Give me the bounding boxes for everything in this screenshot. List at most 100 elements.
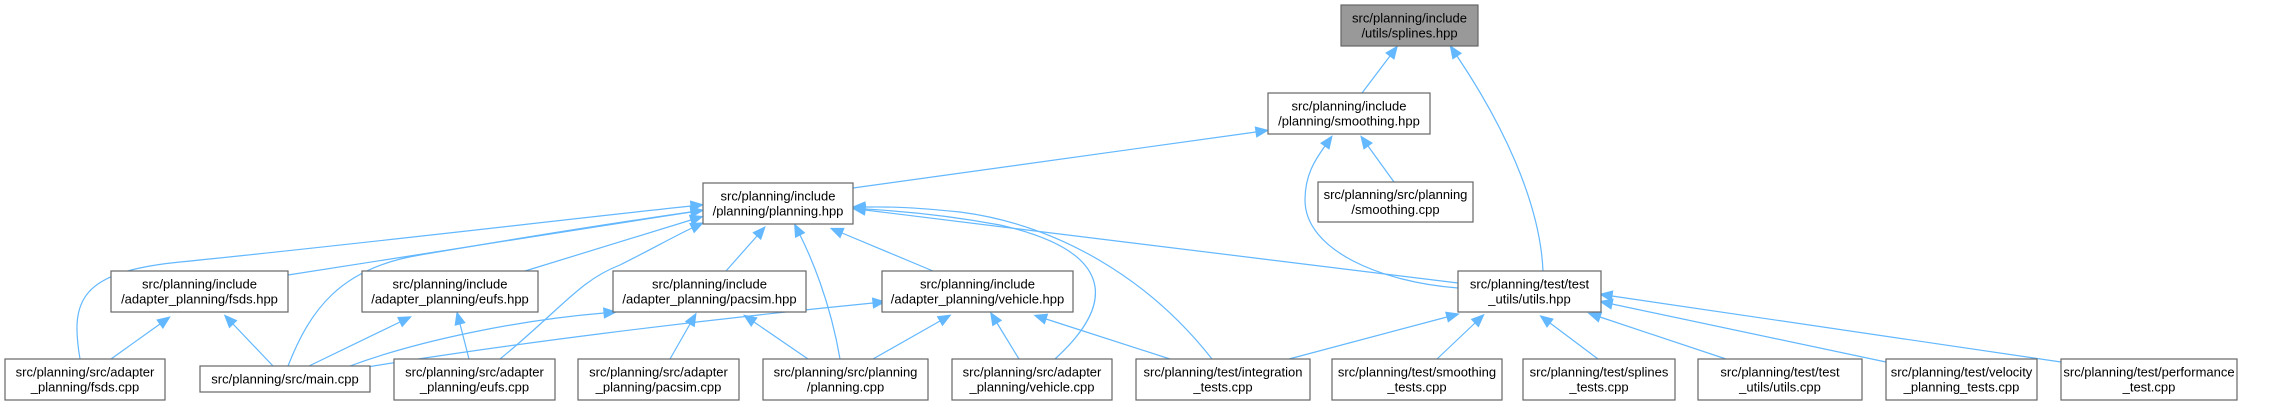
- node-label-line: _planning_tests.cpp: [1903, 380, 2020, 395]
- edge-main_cpp-to-eufs_hpp: [308, 316, 412, 367]
- node-box[interactable]: [199, 365, 371, 393]
- node-main-cpp[interactable]: src/planning/src/main.cpp: [199, 365, 371, 393]
- node-planning-cpp[interactable]: src/planning/src/planning/planning.cpp: [762, 358, 929, 401]
- arrowhead-icon: [684, 312, 697, 328]
- arrowhead-icon: [1254, 126, 1270, 138]
- node-pacsim-hpp[interactable]: src/planning/include/adapter_planning/pa…: [612, 270, 807, 313]
- node-label-line: /adapter_planning/fsds.hpp: [121, 292, 278, 307]
- arrowhead-icon: [688, 214, 704, 226]
- edge-line: [1611, 295, 2062, 363]
- node-splines-tests-cpp[interactable]: src/planning/test/splines_tests.cpp: [1522, 358, 1676, 401]
- arrowhead-icon: [851, 204, 867, 216]
- node-label-line: /adapter_planning/pacsim.hpp: [622, 292, 796, 307]
- node-box[interactable]: [1697, 358, 1863, 401]
- node-eufs-cpp[interactable]: src/planning/src/adapter_planning/eufs.c…: [393, 358, 556, 401]
- edge-line: [1288, 316, 1448, 360]
- arrowhead-icon: [1320, 135, 1333, 150]
- arrowhead-icon: [1449, 44, 1463, 60]
- node-splines-hpp: src/planning/include/utils/splines.hpp: [1340, 4, 1479, 47]
- edge-main_cpp-to-planning_hpp: [287, 206, 705, 367]
- node-smoothing-tests-cpp[interactable]: src/planning/test/smoothing_tests.cpp: [1331, 358, 1503, 401]
- node-box[interactable]: [1331, 358, 1503, 401]
- node-label-line: src/planning/test/velocity: [1891, 365, 2033, 380]
- node-label-line: src/planning/include: [920, 277, 1035, 292]
- node-vehicle-hpp[interactable]: src/planning/include/adapter_planning/ve…: [881, 270, 1074, 313]
- nodes-layer: src/planning/include/utils/splines.hppsr…: [4, 4, 2238, 401]
- node-smoothing-cpp[interactable]: src/planning/src/planning/smoothing.cpp: [1317, 181, 1474, 223]
- node-label-line: /adapter_planning/eufs.hpp: [371, 292, 529, 307]
- node-label-line: src/planning/include: [1292, 99, 1407, 114]
- node-box[interactable]: [612, 270, 807, 313]
- node-label-line: src/planning/include: [721, 189, 836, 204]
- node-fsds-cpp[interactable]: src/planning/src/adapter_planning/fsds.c…: [4, 358, 166, 401]
- edge-line: [725, 235, 758, 272]
- arrowhead-icon: [156, 316, 171, 329]
- node-label-line: _planning/vehicle.cpp: [968, 380, 1094, 395]
- arrowhead-icon: [1598, 290, 1614, 302]
- node-smoothing-hpp[interactable]: src/planning/include/planning/smoothing.…: [1267, 92, 1431, 135]
- edge-line: [499, 227, 693, 360]
- arrowhead-icon: [397, 316, 412, 328]
- edge-planning_hpp-to-smoothing_hpp: [852, 126, 1270, 189]
- node-box[interactable]: [1135, 358, 1311, 401]
- edge-smoothing_hpp-to-splines_hpp: [1361, 45, 1399, 94]
- node-velocity-planning-tests-cpp[interactable]: src/planning/test/velocity_planning_test…: [1885, 358, 2038, 401]
- node-eufs-hpp[interactable]: src/planning/include/adapter_planning/eu…: [361, 270, 539, 313]
- arrowhead-icon: [1470, 313, 1485, 328]
- node-utils-hpp[interactable]: src/planning/test/test_utils/utils.hpp: [1457, 270, 1602, 313]
- node-box: [1340, 4, 1479, 47]
- node-vehicle-cpp[interactable]: src/planning/src/adapter_planning/vehicl…: [951, 358, 1113, 401]
- edge-utils_hpp-to-smoothing_hpp: [1304, 135, 1459, 289]
- edge-line: [1436, 322, 1476, 360]
- node-label-line: src/planning/test/performance: [2063, 365, 2234, 380]
- arrowhead-icon: [223, 314, 238, 329]
- edge-line: [1361, 55, 1391, 94]
- node-planning-hpp[interactable]: src/planning/include/planning/planning.h…: [702, 182, 854, 225]
- node-fsds-hpp[interactable]: src/planning/include/adapter_planning/fs…: [110, 270, 289, 313]
- node-box[interactable]: [4, 358, 166, 401]
- node-box[interactable]: [762, 358, 929, 401]
- node-label-line: src/planning/src/planning: [774, 365, 918, 380]
- edge-line: [872, 320, 941, 360]
- edge-pacsim_hpp-to-planning_hpp: [725, 226, 766, 272]
- node-box[interactable]: [577, 358, 740, 401]
- node-box[interactable]: [361, 270, 539, 313]
- edge-line: [524, 219, 692, 272]
- node-box[interactable]: [951, 358, 1113, 401]
- node-utils-cpp[interactable]: src/planning/test/test_utils/utils.cpp: [1697, 358, 1863, 401]
- node-label-line: src/planning/include: [142, 277, 257, 292]
- node-label-line: src/planning/include: [1352, 11, 1467, 26]
- node-box[interactable]: [1317, 181, 1474, 223]
- node-label-line: src/planning/test/splines: [1530, 365, 1669, 380]
- node-label-line: /adapter_planning/vehicle.hpp: [891, 292, 1064, 307]
- node-pacsim-cpp[interactable]: src/planning/src/adapter_planning/pacsim…: [577, 358, 740, 401]
- node-integration-tests-cpp[interactable]: src/planning/test/integration_tests.cpp: [1135, 358, 1311, 401]
- edge-fsds_hpp-to-planning_hpp: [287, 206, 705, 276]
- edge-eufs_hpp-to-planning_hpp: [524, 214, 704, 272]
- node-label-line: _tests.cpp: [1568, 380, 1628, 395]
- node-box[interactable]: [2060, 358, 2238, 401]
- node-label-line: _planning/pacsim.cpp: [595, 380, 722, 395]
- node-label-line: _planning/eufs.cpp: [419, 380, 529, 395]
- node-performance-test-cpp[interactable]: src/planning/test/performance_test.cpp: [2060, 358, 2238, 401]
- node-box[interactable]: [110, 270, 289, 313]
- edge-line: [1456, 55, 1544, 272]
- node-box[interactable]: [393, 358, 556, 401]
- arrowhead-icon: [1587, 311, 1603, 323]
- node-box[interactable]: [881, 270, 1074, 313]
- edge-utils_hpp-to-planning_hpp: [851, 204, 1459, 284]
- node-box[interactable]: [1885, 358, 2038, 401]
- node-box[interactable]: [1522, 358, 1676, 401]
- edge-line: [753, 321, 809, 360]
- node-label-line: /planning.cpp: [807, 380, 884, 395]
- node-box[interactable]: [1267, 92, 1431, 135]
- node-label-line: _tests.cpp: [1192, 380, 1252, 395]
- edge-utils_hpp-to-splines_hpp: [1449, 44, 1544, 272]
- node-box[interactable]: [702, 182, 854, 225]
- edge-line: [864, 206, 1213, 360]
- node-box[interactable]: [1457, 270, 1602, 313]
- arrowhead-icon: [752, 226, 766, 241]
- edge-line: [841, 232, 934, 272]
- edge-line: [1549, 322, 1599, 360]
